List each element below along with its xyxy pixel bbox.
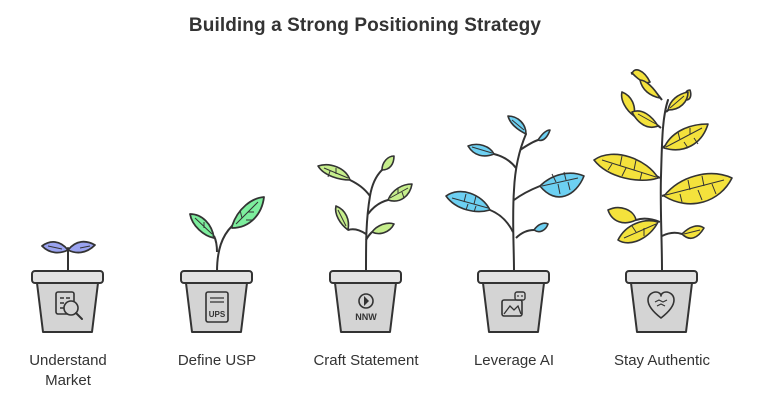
leaf [67, 240, 96, 254]
medium-plant [317, 155, 413, 273]
magnifier-building-icon [55, 291, 83, 320]
stage-leverage-ai [445, 115, 585, 333]
leaf [371, 222, 395, 235]
leaf [381, 155, 395, 171]
pot [180, 270, 253, 333]
heart-handshake-icon [647, 291, 675, 319]
leaf [607, 206, 637, 224]
ai-robot-image-icon [501, 291, 526, 317]
tallest-plant [593, 69, 733, 273]
leaf [445, 190, 491, 213]
stage-label-craft-statement: Craft Statement [313, 352, 419, 369]
label-line: Understand [29, 352, 107, 369]
small-plant [189, 196, 265, 273]
leaf [631, 110, 659, 128]
leaf [533, 222, 549, 233]
leaf [663, 172, 733, 205]
pot [625, 270, 698, 333]
stage-stay-authentic [593, 69, 733, 333]
leaf [620, 91, 636, 117]
compass-pen-icon: NNW [355, 293, 377, 322]
stage-craft-statement: NNW [317, 155, 413, 333]
compass-text: NNW [355, 312, 377, 322]
stage-define-usp: UPS [180, 196, 265, 333]
stage-label-leverage-ai: Leverage AI [473, 352, 555, 369]
stage-label-stay-authentic: Stay Authentic [614, 352, 710, 369]
diagram-title: Building a Strong Positioning Strategy [188, 15, 542, 36]
leaf [537, 129, 551, 142]
stage-understand-market [31, 240, 104, 333]
leaf [189, 213, 215, 239]
pot [477, 270, 550, 333]
usp-document-icon: UPS [205, 291, 229, 323]
tall-plant [445, 115, 585, 273]
stage-label-define-usp: Define USP [177, 352, 257, 369]
usp-document-text: UPS [209, 310, 226, 319]
leaf [639, 79, 661, 99]
leaf [507, 115, 527, 135]
label-line: Market [45, 372, 91, 389]
seedling-sprout [41, 240, 96, 273]
